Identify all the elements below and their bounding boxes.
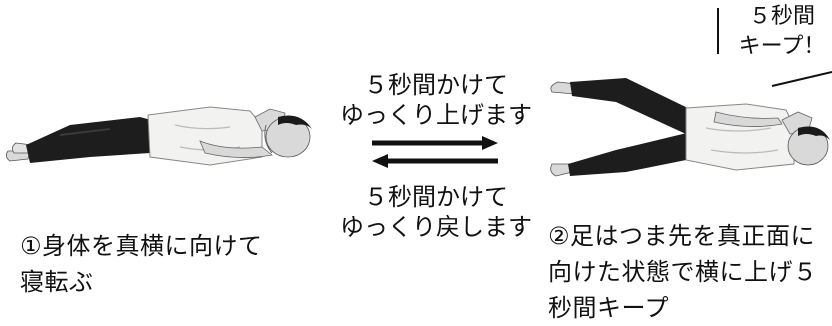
step2-line1: ②足はつま先を真正面に xyxy=(548,222,816,250)
raise-caption-line1: ５秒間かけて xyxy=(364,71,508,99)
lower-caption-line1: ５秒間かけて xyxy=(364,183,508,211)
lower-caption-line2: ゆっくり戻します xyxy=(340,213,532,241)
step1-line1: ①身体を真横に向けて xyxy=(20,232,263,260)
step2-line2: 向けた状態で横に上げ５ xyxy=(548,258,818,286)
keep-bubble-line1: ５秒間 xyxy=(748,4,815,29)
lying-person-illustration xyxy=(6,106,312,166)
right-arrow-icon xyxy=(372,136,498,150)
step1-line2: 寝転ぶ xyxy=(20,268,94,296)
keep-bubble: ５秒間 キープ！ xyxy=(732,2,832,62)
raise-caption-line2: ゆっくり上げます xyxy=(340,101,532,129)
raise-caption: ５秒間かけて ゆっくり上げます xyxy=(326,70,546,130)
step1-caption: ①身体を真横に向けて 寝転ぶ xyxy=(20,228,263,300)
step2-line3: 秒間キープ xyxy=(548,294,670,322)
left-arrow-icon xyxy=(372,154,498,168)
arrows-graphic xyxy=(372,136,498,168)
keep-bubble-line2: キープ！ xyxy=(738,34,826,59)
step2-caption: ②足はつま先を真正面に 向けた状態で横に上げ５ 秒間キープ xyxy=(548,218,818,326)
lower-caption: ５秒間かけて ゆっくり戻します xyxy=(326,182,546,242)
leg-raise-person-illustration xyxy=(550,78,830,177)
speech-bubble-lines xyxy=(717,8,832,87)
